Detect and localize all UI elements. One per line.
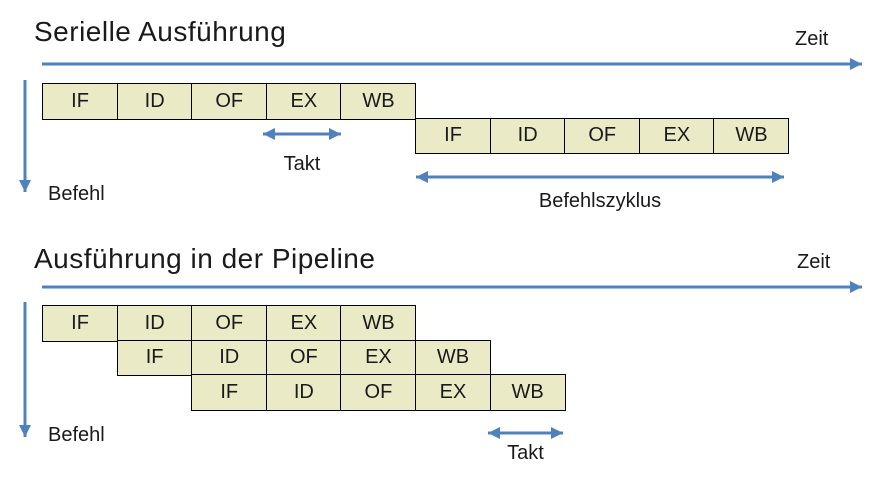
stage-cell: ID (116, 305, 193, 342)
pipeline-instruction-1-row: IF ID OF EX WB (42, 305, 417, 342)
serial-cycle-label: Befehlszyklus (538, 190, 662, 212)
stage-cell: IF (42, 305, 119, 342)
stage-cell: ID (265, 374, 342, 411)
stage-cell: WB (340, 305, 417, 342)
stage-cell: OF (564, 117, 641, 154)
stage-cell: OF (265, 339, 342, 376)
pipeline-instruction-2-row: IF ID OF EX WB (116, 339, 492, 376)
serial-instruction-1-row: IF ID OF EX WB (42, 83, 417, 120)
serial-instruction-2-row: IF ID OF EX WB (415, 117, 790, 154)
stage-cell: IF (116, 339, 193, 376)
stage-cell: EX (265, 83, 342, 120)
stage-cell: OF (191, 305, 268, 342)
stage-cell: WB (340, 83, 417, 120)
stage-cell: EX (340, 339, 417, 376)
pipeline-instruction-axis-label: Befehl (48, 424, 105, 446)
stage-cell: WB (489, 374, 566, 411)
stage-cell: EX (638, 117, 715, 154)
stage-cell: IF (415, 117, 492, 154)
stage-cell: OF (191, 83, 268, 120)
serial-time-axis-label: Zeit (795, 28, 829, 50)
stage-cell: IF (191, 374, 268, 411)
pipeline-time-axis-label: Zeit (797, 251, 831, 273)
stage-cell: IF (42, 83, 119, 120)
stage-cell: OF (340, 374, 417, 411)
stage-cell: WB (713, 117, 790, 154)
serial-instruction-axis-label: Befehl (48, 183, 105, 205)
stage-cell: ID (191, 339, 268, 376)
pipeline-section-title: Ausführung in der Pipeline (34, 243, 376, 274)
stage-cell: ID (116, 83, 193, 120)
stage-cell: EX (265, 305, 342, 342)
pipeline-clock-label: Takt (507, 442, 544, 464)
serial-clock-label: Takt (283, 153, 321, 175)
pipeline-instruction-3-row: IF ID OF EX WB (191, 374, 566, 411)
serial-section-title: Serielle Ausführung (34, 16, 287, 47)
stage-cell: EX (414, 374, 492, 411)
stage-cell: WB (414, 339, 492, 376)
stage-cell: ID (489, 117, 566, 154)
